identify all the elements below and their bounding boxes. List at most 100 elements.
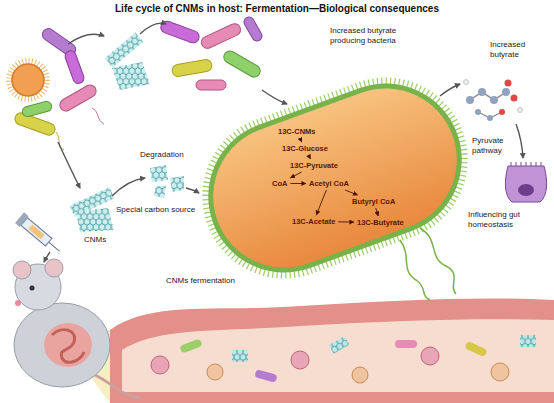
- step-text: 13C-Pyruvate: [290, 161, 338, 170]
- butyrate-molecules-part: [464, 80, 469, 85]
- intestine-band-part: [291, 351, 309, 369]
- mouse-part: [45, 259, 63, 277]
- butyrate-molecules-part: [478, 88, 486, 96]
- process-arrow-part: [440, 84, 460, 96]
- pathway-step: 13C-CNMs: [276, 126, 318, 137]
- syringe: [15, 212, 64, 256]
- gut-epithelial-cell: [505, 162, 546, 202]
- annotation-box: CNMs fermentation: [166, 276, 246, 286]
- gut-bacteria-cluster-part: [21, 100, 53, 117]
- mouse-part: [15, 300, 21, 306]
- mouse-part: [13, 261, 31, 279]
- gut-bacteria-cluster-part: [12, 64, 44, 96]
- pathway-arrow: [290, 172, 301, 178]
- pathway-arrow: [290, 183, 306, 184]
- intestine-band-part: [520, 335, 536, 347]
- syringe-part: [15, 212, 29, 227]
- pathway-arrow: [316, 190, 326, 215]
- pathway-arrow: [345, 190, 357, 195]
- butyrate-molecules-part: [475, 109, 481, 115]
- butyrate-bacteria-group-part: [242, 15, 264, 43]
- butyrate-molecules-part: [505, 80, 512, 87]
- step-text: 13C-Acetate: [292, 217, 335, 226]
- pathway-step: CoA: [270, 178, 289, 189]
- process-arrow-part: [516, 124, 523, 158]
- flagella-part: [400, 240, 430, 300]
- step-text: 13C-Glucose: [282, 144, 328, 153]
- step-text: CoA: [272, 179, 287, 188]
- annotation-box: Increased butyrate: [490, 40, 546, 59]
- butyrate-molecules-part: [487, 115, 493, 121]
- pathway-step: Acetyl CoA: [307, 178, 351, 189]
- flagella: [400, 228, 456, 300]
- process-arrow-part: [262, 90, 287, 104]
- butyrate-bacteria-group-part: [222, 49, 263, 79]
- degraded-fragments-part: [170, 176, 184, 192]
- intestine-band-part: [329, 336, 350, 354]
- butyrate-molecules-part: [490, 96, 498, 104]
- butyrate-bacteria-group-part: [171, 59, 212, 78]
- annotation-box: Pyruvate pathway: [472, 136, 518, 155]
- step-text: Acetyl CoA: [309, 179, 349, 188]
- fermenting-bacterium-part: [187, 62, 483, 294]
- butyrate-molecules-part: [502, 88, 510, 96]
- annotation-label: Special carbon source: [116, 205, 208, 215]
- mouse-part: [95, 375, 140, 398]
- intestine-band-part: [464, 341, 487, 358]
- annotation-box: Increased butyrate producing bacteria: [330, 26, 422, 45]
- flagella-part: [420, 228, 456, 294]
- intestine-band-part: [232, 350, 248, 362]
- mouse-part: [14, 303, 110, 387]
- carbon-nanotubes-part: [112, 62, 150, 90]
- gut-bacteria-cluster-part: [92, 108, 104, 124]
- step-text: 13C-CNMs: [278, 127, 316, 136]
- pathway-arrow: [338, 221, 354, 222]
- intestine-band-part: [491, 363, 509, 381]
- gut-bacteria-cluster-part: [58, 83, 99, 113]
- butyrate-molecules-part: [499, 109, 505, 115]
- syringe-part: [21, 218, 52, 246]
- degraded-fragments-part: [170, 176, 184, 192]
- butyrate-molecules: [464, 80, 523, 122]
- carbon-nanotubes-part: [112, 62, 150, 90]
- pathway-arrow: [300, 138, 302, 142]
- pathway-step: 13C-Acetate: [290, 216, 337, 227]
- intestine-band-part: [232, 350, 248, 362]
- carbon-nanotubes-part: [105, 33, 143, 68]
- syringe-part: [49, 242, 60, 251]
- intestine-band-part: [122, 319, 554, 392]
- pathway-step: Butyryl CoA: [350, 196, 397, 207]
- intestine-band-part: [395, 340, 417, 348]
- intestine-band-part: [421, 347, 439, 365]
- syringe-part: [28, 224, 44, 239]
- process-arrow-part: [140, 23, 166, 34]
- butyrate-bacteria-group-part: [196, 80, 226, 90]
- carbon-nanotubes: [105, 33, 150, 90]
- degraded-fragments: [150, 165, 184, 198]
- intestine-band-part: [110, 298, 554, 403]
- step-text: Butyryl CoA: [352, 197, 395, 206]
- diagram-title: Life cycle of CNMs in host: Fermentation…: [0, 3, 554, 14]
- fermenting-bacterium-part: [187, 62, 483, 294]
- intestine-band-part: [179, 338, 202, 353]
- pathway-arrow: [376, 208, 379, 216]
- gut-epithelial-cell-part: [505, 166, 546, 202]
- cnms-pile-part: [76, 208, 114, 232]
- degraded-fragments-part: [154, 186, 166, 198]
- gut-bacteria-cluster-part: [9, 61, 47, 99]
- butyrate-molecules-part: [470, 92, 506, 100]
- process-arrow-part: [44, 252, 50, 262]
- annotation-box: CNMs: [84, 235, 114, 245]
- degraded-fragments-part: [154, 186, 166, 198]
- process-arrow-part: [68, 34, 104, 44]
- butyrate-bacteria-group-part: [199, 22, 242, 51]
- intestine-band-part: [254, 369, 277, 382]
- carbon-nanotubes-part: [105, 33, 143, 68]
- pathway-step: 13C-Butyrate: [355, 217, 406, 228]
- mouse: [13, 259, 140, 398]
- intestine-band: [72, 298, 554, 403]
- mouse-part: [44, 323, 92, 367]
- mouse-part: [52, 330, 84, 363]
- intestine-band-part: [329, 336, 350, 354]
